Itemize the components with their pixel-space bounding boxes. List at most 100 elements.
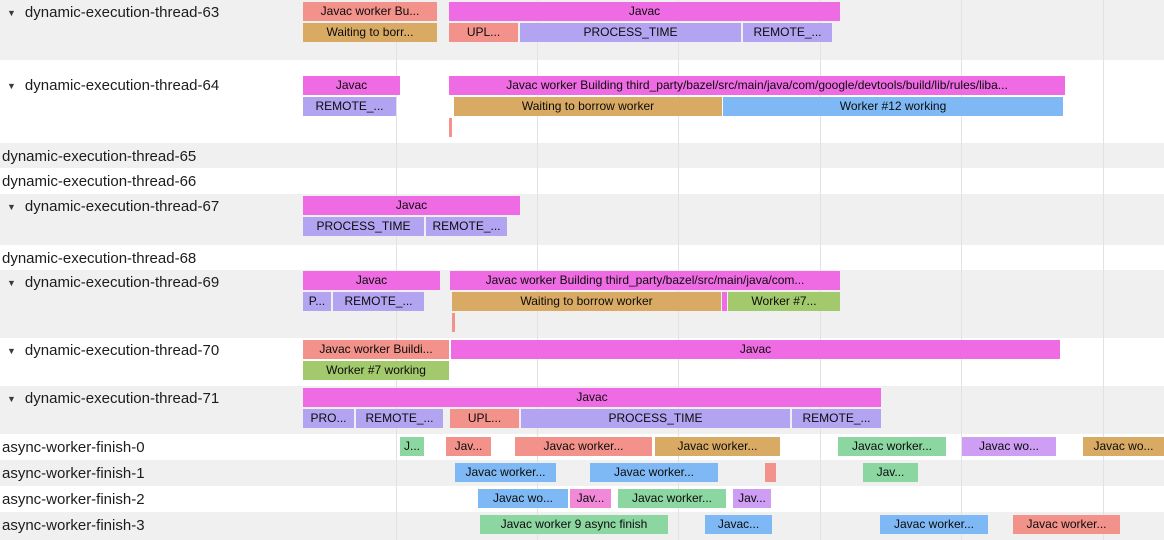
trace-event-label: Javac worker... — [677, 439, 758, 453]
trace-event-bar[interactable]: P... — [303, 292, 331, 311]
trace-event-bar[interactable]: Javac worker... — [655, 437, 780, 456]
trace-event-bar[interactable]: Javac... — [705, 515, 772, 534]
trace-event-bar[interactable]: Javac worker Bu... — [303, 2, 437, 21]
trace-event-bar[interactable]: UPL... — [449, 23, 518, 42]
trace-event-label: Javac worker... — [613, 465, 695, 479]
trace-event-bar[interactable]: REMOTE_... — [743, 23, 832, 42]
trace-event-bar[interactable]: Jav... — [863, 463, 918, 482]
trace-event-bar[interactable] — [765, 463, 776, 482]
thread-row: dynamic-execution-thread-66 — [0, 168, 1164, 194]
trace-event-bar[interactable]: Jav... — [733, 489, 771, 508]
trace-event-bar[interactable]: REMOTE_... — [792, 409, 881, 428]
trace-event-bar[interactable]: REMOTE_... — [303, 97, 396, 116]
collapse-triangle-icon[interactable]: ▼ — [7, 277, 16, 288]
trace-event-bar[interactable]: Javac wo... — [1083, 437, 1164, 456]
thread-name: async-worker-finish-1 — [2, 465, 145, 482]
trace-event-bar[interactable]: Javac wo... — [962, 437, 1056, 456]
thread-label[interactable]: ▼ dynamic-execution-thread-69 — [7, 273, 219, 292]
trace-event-label: Javac worker... — [851, 439, 933, 453]
trace-event-label: REMOTE_... — [344, 294, 413, 308]
gridline — [961, 0, 962, 540]
thread-label[interactable]: dynamic-execution-thread-68 — [2, 249, 196, 268]
thread-name: dynamic-execution-thread-66 — [2, 173, 197, 190]
trace-event-bar[interactable]: Worker #7 working — [303, 361, 449, 380]
trace-event-bar[interactable]: Javac — [449, 2, 840, 21]
trace-event-label: Javac worker... — [543, 439, 624, 453]
collapse-triangle-icon[interactable]: ▼ — [7, 345, 16, 356]
trace-event-bar[interactable]: Waiting to borr... — [303, 23, 437, 42]
trace-event-label: REMOTE_... — [802, 411, 871, 425]
trace-event-bar[interactable]: Javac worker 9 async finish — [480, 515, 668, 534]
thread-label[interactable]: ▼dynamic-execution-thread-67 — [7, 197, 219, 216]
trace-event-bar[interactable]: Javac worker Buildi... — [303, 340, 449, 359]
thread-label[interactable]: ▼ dynamic-execution-thread-64 — [7, 76, 219, 95]
collapse-triangle-icon[interactable]: ▼ — [7, 393, 16, 404]
trace-event-bar[interactable]: Javac worker... — [455, 463, 556, 482]
thread-name: dynamic-execution-thread-64 — [24, 77, 220, 94]
trace-event-bar[interactable]: REMOTE_... — [426, 217, 507, 236]
trace-event-bar[interactable]: Jav... — [570, 489, 611, 508]
trace-event-bar[interactable] — [722, 292, 727, 311]
thread-name: async-worker-finish-3 — [2, 517, 145, 534]
thread-label[interactable]: dynamic-execution-thread-66 — [2, 172, 196, 191]
trace-event-label: Waiting to borrow worker — [521, 99, 655, 113]
thread-label[interactable]: async-worker-finish-3 — [2, 516, 145, 535]
trace-event-bar[interactable]: Javac wo... — [478, 489, 568, 508]
thread-name: dynamic-execution-thread-69 — [24, 274, 220, 291]
trace-event-bar[interactable]: Javac worker... — [590, 463, 718, 482]
gridline — [678, 0, 679, 540]
trace-event-bar[interactable]: Javac — [451, 340, 1060, 359]
trace-event-bar[interactable]: Javac worker... — [515, 437, 652, 456]
trace-event-label: Waiting to borrow worker — [520, 294, 653, 308]
thread-label[interactable]: ▼dynamic-execution-thread-63 — [7, 3, 219, 22]
collapse-triangle-icon[interactable]: ▼ — [7, 7, 16, 18]
trace-event-label: Worker #7... — [751, 294, 817, 308]
trace-event-label: REMOTE_... — [315, 99, 384, 113]
thread-name: dynamic-execution-thread-68 — [2, 250, 197, 267]
thread-label[interactable]: ▼ dynamic-execution-thread-70 — [7, 341, 219, 360]
trace-event-bar[interactable]: PROCESS_TIME — [520, 23, 741, 42]
thread-label[interactable]: async-worker-finish-2 — [2, 490, 145, 509]
trace-event-bar[interactable]: Javac — [303, 271, 440, 290]
trace-event-bar[interactable] — [449, 118, 452, 137]
trace-event-bar[interactable]: Worker #7... — [728, 292, 840, 311]
thread-label[interactable]: async-worker-finish-0 — [2, 438, 145, 457]
thread-row: ▼dynamic-execution-thread-67 — [0, 194, 1164, 245]
trace-event-bar[interactable]: Javac worker... — [838, 437, 946, 456]
collapse-triangle-icon[interactable]: ▼ — [7, 201, 16, 212]
trace-event-bar[interactable]: Javac — [303, 196, 520, 215]
trace-event-bar[interactable]: Jav... — [446, 437, 491, 456]
gridline — [820, 0, 821, 540]
collapse-triangle-icon[interactable]: ▼ — [7, 80, 16, 91]
thread-label[interactable]: async-worker-finish-1 — [2, 464, 145, 483]
trace-event-bar[interactable]: Javac worker Building third_party/bazel/… — [450, 271, 840, 290]
trace-event-label: Javac — [576, 390, 608, 404]
trace-event-label: Jav... — [876, 465, 905, 479]
trace-event-bar[interactable]: REMOTE_... — [333, 292, 424, 311]
thread-name: dynamic-execution-thread-65 — [2, 148, 197, 165]
trace-event-bar[interactable]: PRO... — [303, 409, 354, 428]
thread-name: dynamic-execution-thread-70 — [24, 342, 220, 359]
trace-event-bar[interactable]: REMOTE_... — [356, 409, 443, 428]
gridline — [396, 0, 397, 540]
trace-event-bar[interactable]: J... — [400, 437, 424, 456]
trace-event-bar[interactable]: PROCESS_TIME — [521, 409, 790, 428]
thread-label[interactable]: dynamic-execution-thread-65 — [2, 147, 196, 166]
trace-event-label: PROCESS_TIME — [608, 411, 703, 425]
trace-event-bar[interactable]: Waiting to borrow worker — [452, 292, 721, 311]
trace-event-bar[interactable]: Javac worker Building third_party/bazel/… — [449, 76, 1065, 95]
trace-event-bar[interactable]: Javac worker... — [618, 489, 726, 508]
trace-event-bar[interactable]: Javac — [303, 388, 881, 407]
trace-event-label: PROCESS_TIME — [316, 219, 411, 233]
trace-event-label: UPL... — [466, 25, 501, 39]
trace-event-bar[interactable]: Javac worker... — [1013, 515, 1120, 534]
trace-event-bar[interactable]: PROCESS_TIME — [303, 217, 424, 236]
trace-event-bar[interactable]: Javac worker... — [880, 515, 988, 534]
trace-event-bar[interactable]: Waiting to borrow worker — [454, 97, 722, 116]
trace-event-bar[interactable]: Javac — [303, 76, 400, 95]
trace-event-bar[interactable]: Worker #12 working — [723, 97, 1063, 116]
trace-event-label: Javac worker 9 async finish — [500, 517, 648, 531]
thread-label[interactable]: ▼dynamic-execution-thread-71 — [7, 389, 219, 408]
trace-event-bar[interactable]: UPL... — [450, 409, 519, 428]
trace-event-bar[interactable] — [452, 313, 455, 332]
